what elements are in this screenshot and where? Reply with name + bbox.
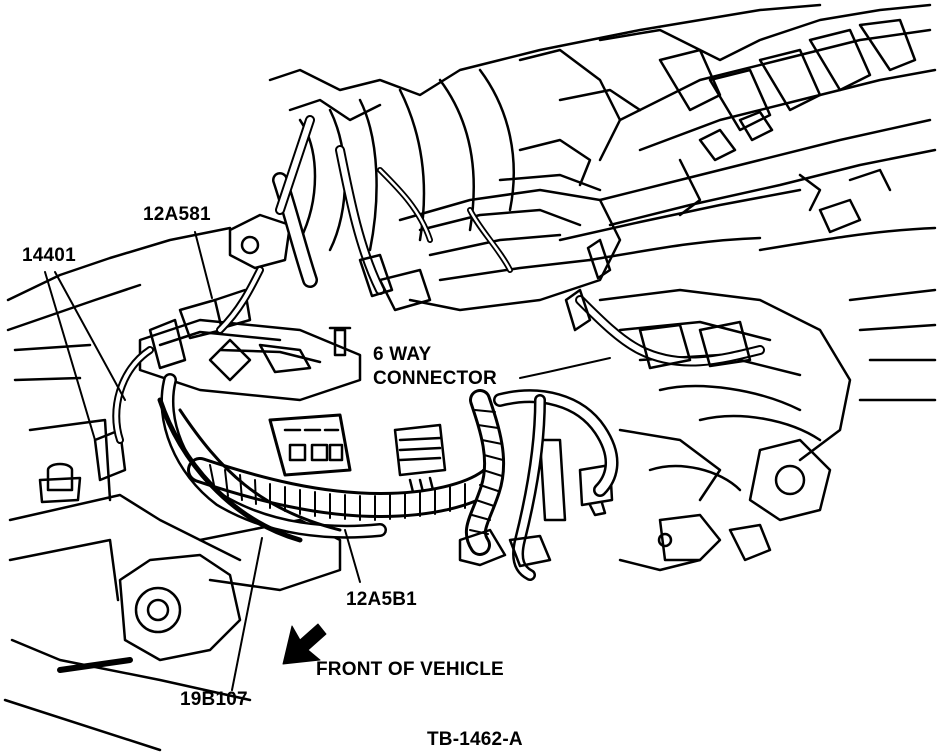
callout-12a581: 12A581 xyxy=(143,204,211,225)
callout-19b107: 19B107 xyxy=(180,689,248,710)
leader-lines xyxy=(44,231,611,691)
callout-6-way-connector: 6 WAY CONNECTOR xyxy=(373,344,497,389)
leader-19b107 xyxy=(231,537,263,691)
wiring-harness xyxy=(112,115,765,581)
leader-12a581 xyxy=(194,231,213,299)
leader-14401-a xyxy=(44,271,96,441)
callout-12a5b1: 12A5B1 xyxy=(346,589,417,610)
leader-6-way-connector xyxy=(519,357,611,379)
arrow-down-left-icon xyxy=(282,623,327,665)
engine-block xyxy=(228,138,937,572)
leader-12a5b1 xyxy=(344,529,361,583)
engine-upper xyxy=(268,3,937,262)
front-of-vehicle-label: FRONT OF VEHICLE xyxy=(316,659,504,680)
fender-panel xyxy=(3,226,342,752)
figure-id: TB-1462-A xyxy=(427,729,523,750)
connector-module xyxy=(138,288,447,502)
leader-14401-b xyxy=(54,271,126,401)
callout-14401: 14401 xyxy=(22,245,76,266)
